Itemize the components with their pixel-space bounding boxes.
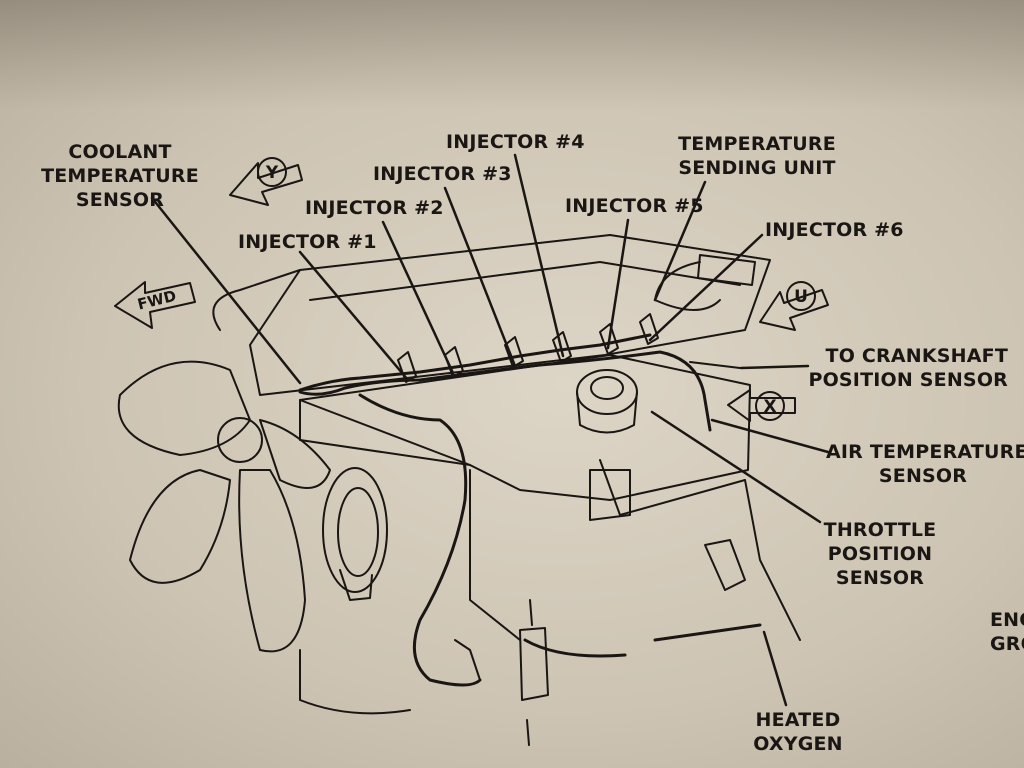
- valve-cover-ridge: [309, 261, 741, 301]
- label-injector-4: INJECTOR #4: [446, 131, 585, 153]
- oxygen-sensor-bolt: [526, 599, 533, 746]
- view-marker-x-circle: [755, 391, 785, 421]
- label-injector-6: INJECTOR #6: [765, 219, 904, 241]
- view-arrow-u: [759, 289, 829, 331]
- fuel-rail: [298, 333, 652, 392]
- wiring-harness: [298, 350, 712, 432]
- label-injector-2: INJECTOR #2: [305, 197, 444, 219]
- fan-blade-3: [238, 469, 306, 653]
- view-marker-y-circle: [257, 157, 287, 187]
- valve-cover-outline: [249, 234, 771, 396]
- oxygen-sensor-plug: [519, 627, 549, 701]
- view-marker-y: Y: [265, 163, 279, 183]
- manifold-side: [599, 459, 746, 516]
- throttle-body-base: [576, 391, 638, 434]
- label-engine-ground-partial: ENG GRO: [990, 609, 1024, 655]
- label-to-crankshaft-position-sensor: TO CRANKSHAFT POSITION SENSOR: [808, 345, 1008, 391]
- fan-blade-2: [129, 469, 231, 584]
- sending-unit-wire-2: [654, 299, 721, 311]
- view-marker-u: U: [794, 287, 808, 307]
- fan-hub: [217, 417, 263, 463]
- bracket-right: [744, 479, 801, 641]
- label-injector-3: INJECTOR #3: [373, 163, 512, 185]
- view-marker-x: X: [763, 397, 776, 417]
- pulley-hub: [339, 569, 373, 601]
- throttle-bore: [590, 376, 624, 400]
- block-side: [469, 469, 521, 641]
- pulley-outer: [322, 467, 388, 593]
- view-marker-u-circle: [786, 281, 816, 311]
- harness-drop: [358, 393, 482, 687]
- fwd-arrow: [114, 281, 196, 329]
- harness-to-crank: [689, 361, 741, 369]
- view-arrow-y: [229, 162, 303, 206]
- view-arrow-x: [727, 389, 796, 422]
- fan-blade-4: [259, 419, 331, 489]
- page-shadow: [0, 0, 1024, 110]
- tab-lower: [704, 539, 746, 591]
- label-heated-oxygen: HEATED OXYGEN: [753, 709, 843, 755]
- label-coolant-temperature-sensor: COOLANT TEMPERATURE SENSOR: [41, 141, 199, 211]
- pulley-inner: [337, 487, 379, 577]
- label-throttle-position-sensor: THROTTLE POSITION SENSOR: [823, 519, 937, 589]
- leader-lines: [150, 153, 830, 707]
- label-air-temperature-sensor: AIR TEMPERATURE SENSOR: [826, 441, 1024, 487]
- block-lower: [299, 649, 411, 715]
- label-injector-5: INJECTOR #5: [565, 195, 704, 217]
- tab-right: [589, 469, 631, 521]
- label-injector-1: INJECTOR #1: [238, 231, 377, 253]
- ground-strap: [454, 639, 481, 681]
- intake-manifold: [299, 354, 751, 501]
- block-front: [212, 269, 301, 331]
- label-temperature-sending-unit: TEMPERATURE SENDING UNIT: [678, 133, 836, 179]
- oxygen-sensor-harness: [523, 623, 762, 658]
- fan-blade-1: [117, 360, 251, 456]
